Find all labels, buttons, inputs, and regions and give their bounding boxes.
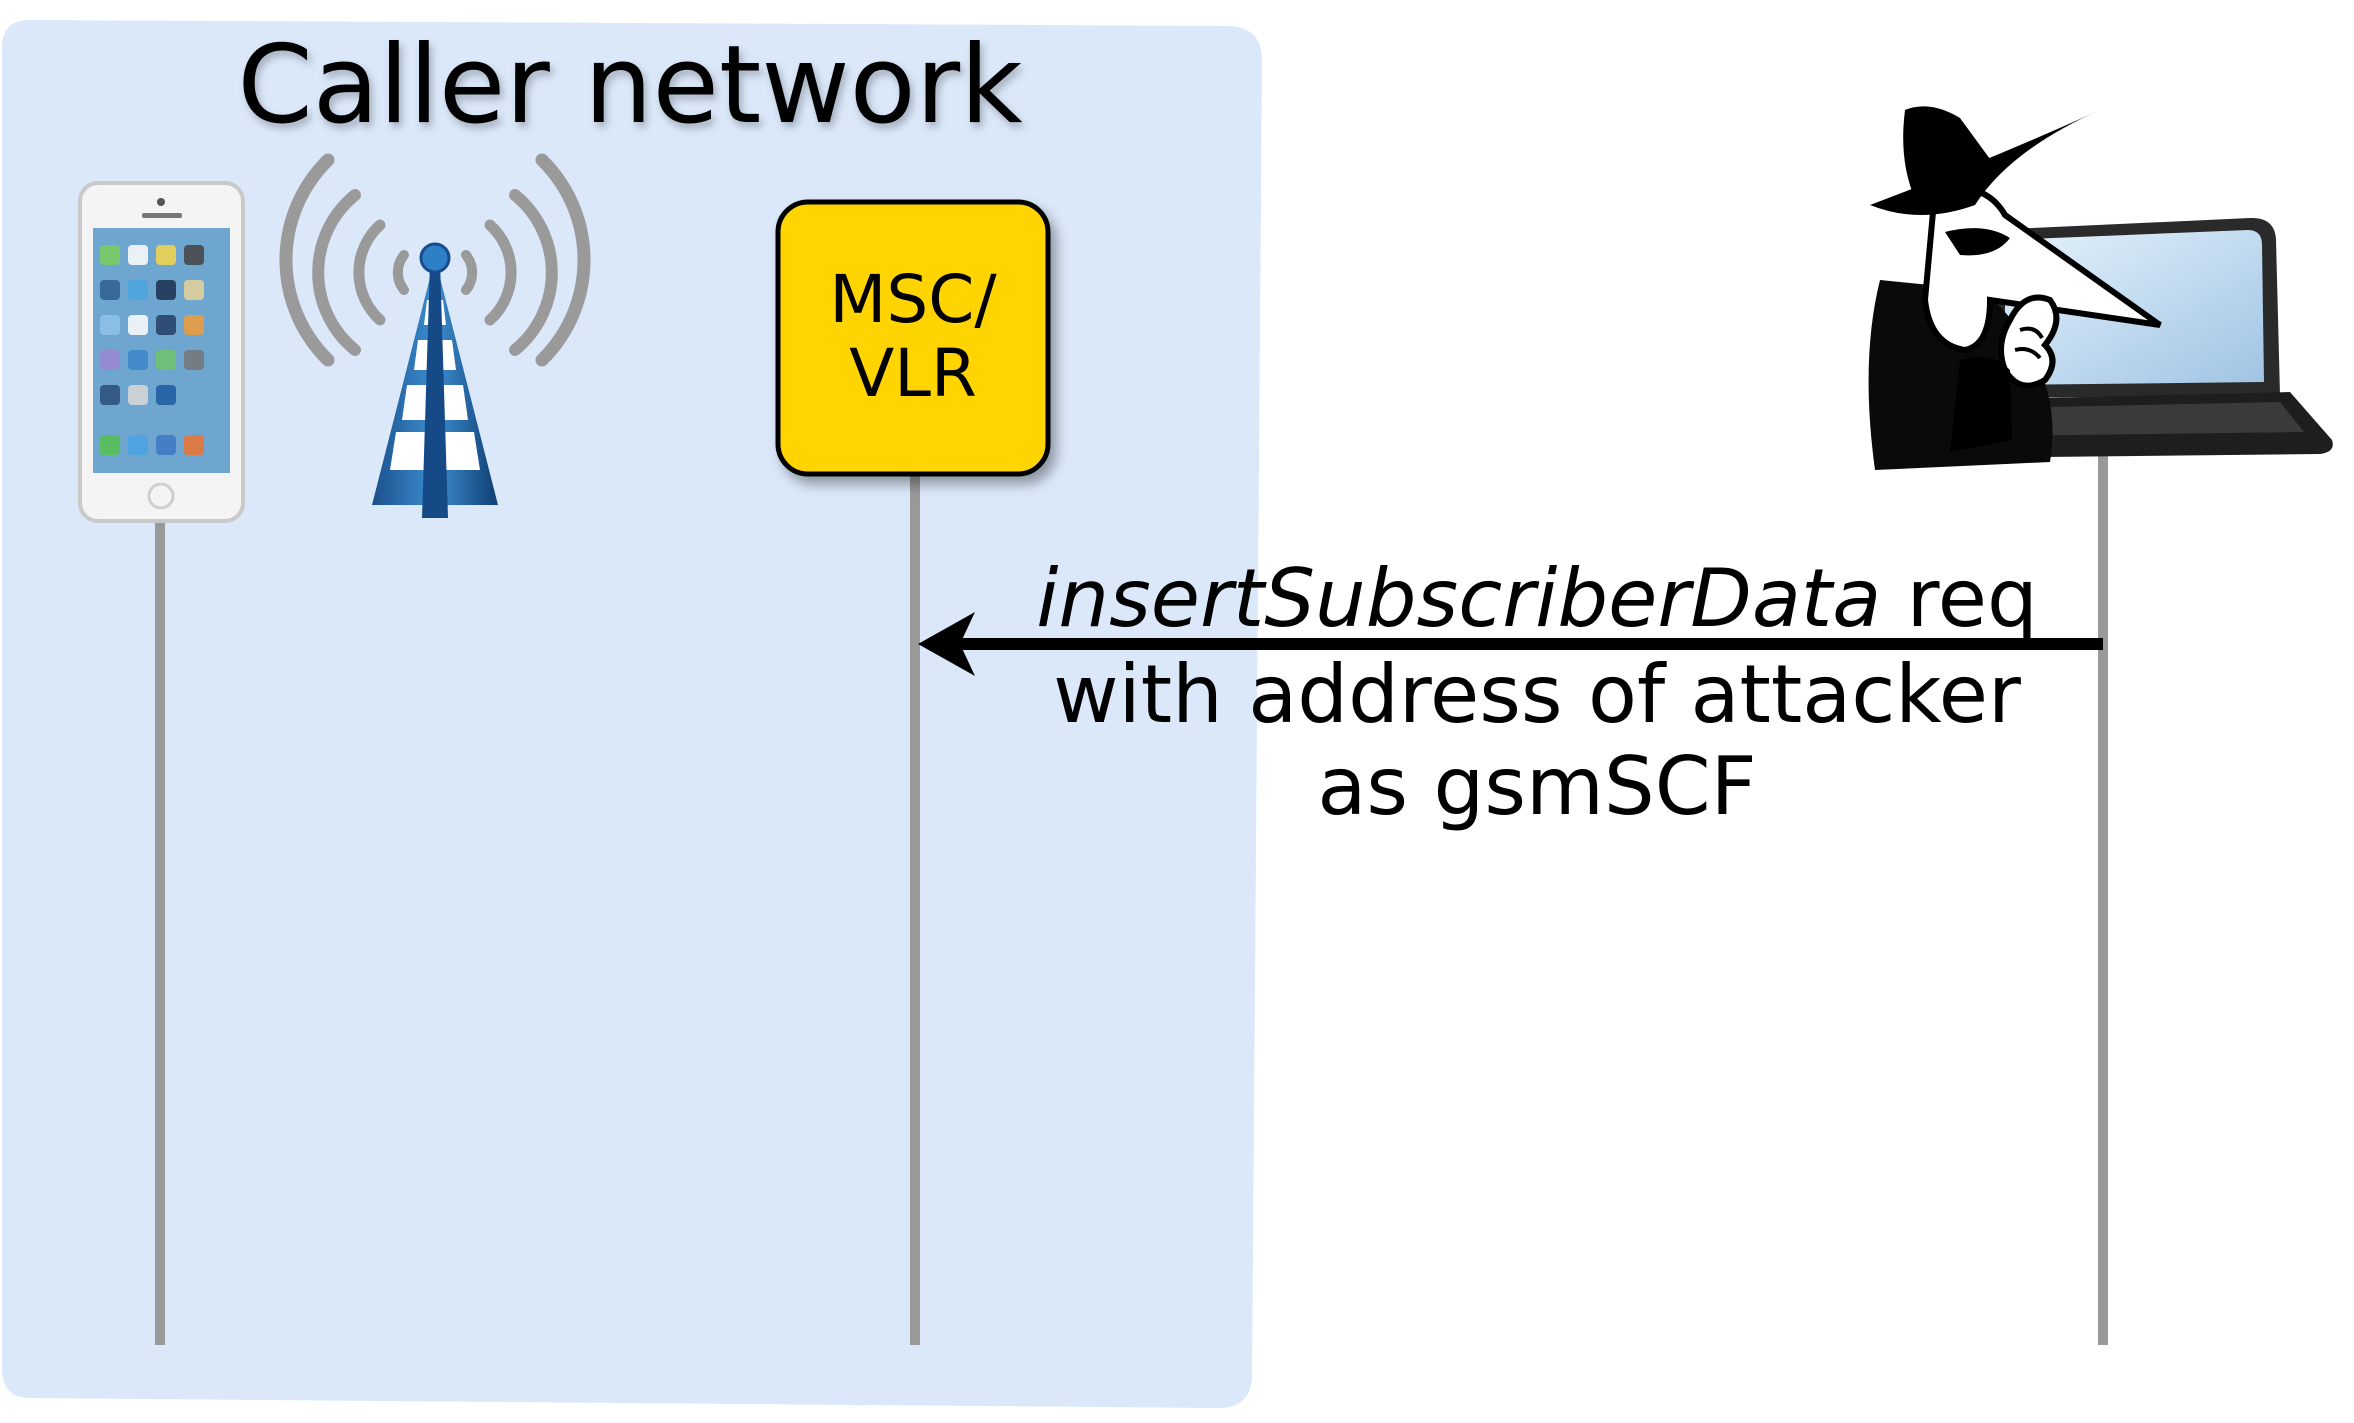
spy-with-laptop-icon (1868, 106, 2333, 470)
msc-vlr-label-line2: VLR (849, 335, 977, 412)
message-label-line2: with address of attacker (1053, 648, 2021, 741)
msc-vlr-node: MSC/ VLR (775, 199, 1051, 477)
message-label-line1: insertSubscriberData req (1036, 552, 2038, 645)
message-label-line3: as gsmSCF (1317, 740, 1756, 833)
smartphone-icon (78, 181, 245, 523)
message-suffix: req (1881, 552, 2038, 645)
message-arrow (918, 612, 2103, 676)
cell-tower-icon (279, 153, 591, 518)
region-title: Caller network (237, 23, 1023, 148)
message-method: insertSubscriberData (1036, 552, 1881, 645)
msc-vlr-label-line1: MSC/ (829, 261, 997, 338)
